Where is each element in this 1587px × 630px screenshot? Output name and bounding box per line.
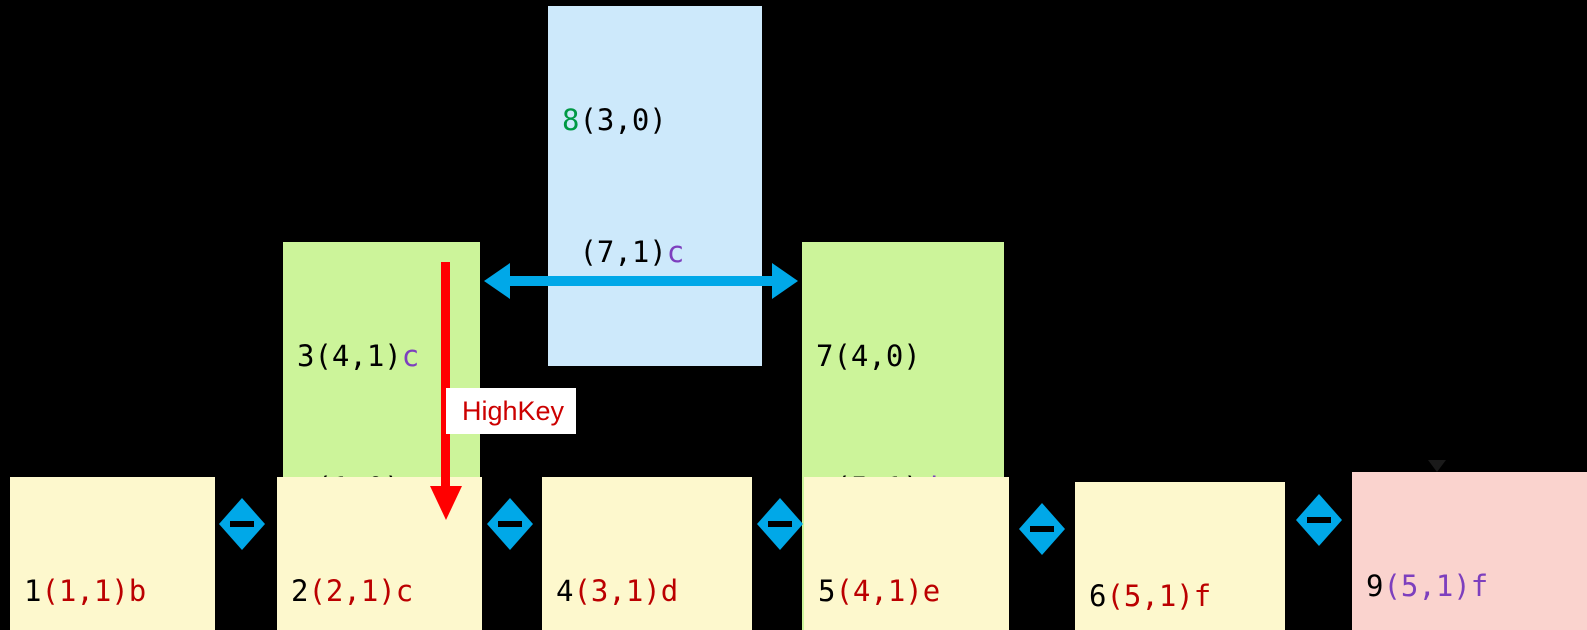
arrow-head-right-icon	[772, 263, 798, 299]
link-arrow-down-icon	[1296, 520, 1342, 546]
link-arrow-down-icon	[219, 524, 265, 550]
node-6[interactable]: 6(5,1)f _(4,1)e	[1075, 482, 1285, 630]
node-7-line-0: 7(4,0)	[816, 339, 921, 373]
node-8-line-1: _(7,1)c	[579, 235, 685, 269]
node-1-line-0: 1(1,1)b	[24, 574, 147, 608]
sibling-link-4-5[interactable]	[757, 498, 803, 550]
node-4[interactable]: 4(3,1)d _(2,1)c	[542, 477, 752, 630]
node-5-line-0: 5(4,1)e	[818, 574, 941, 608]
sibling-link-2-4[interactable]	[487, 498, 533, 550]
link-arrow-up-icon	[219, 498, 265, 524]
node-1[interactable]: 1(1,1)b _(0,1)a	[10, 477, 215, 630]
link-arrow-up-icon	[1019, 503, 1065, 529]
node-2-line-0: 2(2,1)c	[291, 574, 414, 608]
link-slit	[1307, 517, 1331, 523]
node-5[interactable]: 5(4,1)e _(3,1)d	[804, 477, 1009, 630]
link-arrow-up-icon	[1296, 494, 1342, 520]
highkey-pointer-arrow	[430, 262, 462, 520]
node-8-line-0: 8(3,0)	[562, 103, 667, 137]
node-9-line-0: 9(5,1)f	[1366, 569, 1489, 603]
pointer-shaft	[441, 262, 450, 488]
node-6-line-0: 6(5,1)f	[1089, 579, 1212, 613]
link-arrow-down-icon	[1019, 529, 1065, 555]
sibling-link-1-2[interactable]	[219, 498, 265, 550]
link-arrow-up-icon	[757, 498, 803, 524]
link-arrow-down-icon	[487, 524, 533, 550]
link-arrow-up-icon	[487, 498, 533, 524]
highkey-label-text: HighKey	[462, 396, 565, 426]
highkey-label: HighKey	[446, 388, 577, 434]
node-9[interactable]: 9(5,1)f _(6,1)g _(7,1)h	[1352, 472, 1587, 630]
sibling-link-5-6[interactable]	[1019, 503, 1065, 555]
link-slit	[498, 521, 522, 527]
arrow-shaft	[502, 276, 780, 286]
node-4-line-0: 4(3,1)d	[556, 574, 679, 608]
node-3-line-0: 3(4,1)c	[297, 339, 420, 373]
node-8[interactable]: 8(3,0) _(7,1)c	[548, 6, 762, 366]
link-slit	[1030, 526, 1054, 532]
link-slit	[230, 521, 254, 527]
link-slit	[768, 521, 792, 527]
link-arrow-down-icon	[757, 524, 803, 550]
pointer-head-icon	[430, 486, 462, 520]
incoming-pointer-stub-icon	[1428, 460, 1446, 472]
sibling-link-6-9[interactable]	[1296, 494, 1342, 546]
